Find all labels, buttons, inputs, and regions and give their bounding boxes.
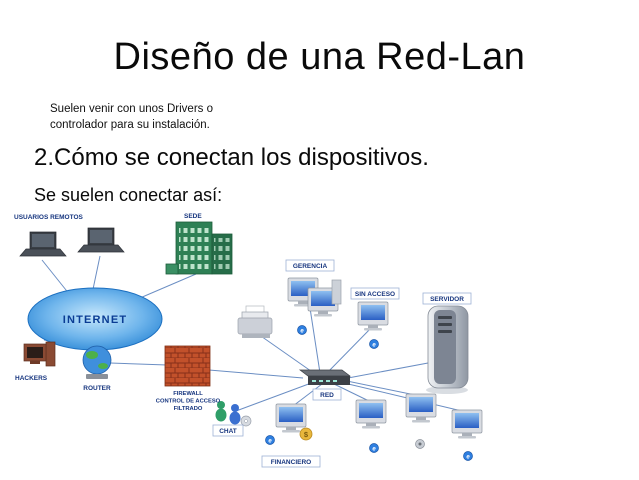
- connection-line: [292, 383, 323, 407]
- hackers-computer-icon: [23, 341, 56, 367]
- label-chat: CHAT: [219, 428, 237, 435]
- connection-line: [325, 325, 374, 375]
- label-hackers: HACKERS: [15, 375, 48, 382]
- label-internet: INTERNET: [63, 314, 128, 326]
- note-text: Suelen venir con unos Drivers o controla…: [50, 101, 213, 133]
- router-globe-icon: [82, 345, 112, 379]
- chat-person-icon: [215, 401, 227, 422]
- label-box: [350, 287, 400, 300]
- label-gerencia-group: GERENCIA: [285, 259, 335, 272]
- workstation-icon: [355, 399, 387, 429]
- workstation-icon: [275, 403, 307, 433]
- network-switch-icon: [298, 369, 352, 385]
- workstation-icon: [357, 301, 389, 331]
- printer-icon: [237, 305, 273, 338]
- label-firewall-line2: CONTROL DE ACCESO: [156, 399, 221, 405]
- sede-building-icon: [165, 221, 233, 275]
- label-financiero-group: FINANCIERO: [261, 455, 321, 468]
- label-box: [285, 259, 335, 272]
- ie-icon: [265, 435, 275, 445]
- connection-line: [257, 333, 319, 377]
- label-red: RED: [320, 392, 334, 399]
- label-servidor: SERVIDOR: [430, 296, 464, 303]
- chat-person-icon: [229, 404, 241, 425]
- network-diagram: e: [14, 213, 483, 468]
- note-line-1: Suelen venir con unos Drivers o: [50, 103, 213, 115]
- internet-cloud: INTERNET: [27, 287, 163, 351]
- label-sede: SEDE: [184, 213, 202, 220]
- connection-line: [309, 307, 321, 374]
- firewall-icon: [164, 345, 211, 387]
- server-icon: [426, 305, 469, 394]
- label-box: [212, 424, 244, 437]
- label-chat-group: CHAT: [212, 424, 244, 437]
- workstation-icon: [451, 409, 483, 439]
- label-box: [422, 292, 472, 305]
- label-sin-acceso-group: SIN ACCESO: [350, 287, 400, 300]
- ie-icon: [369, 339, 379, 349]
- label-sin-acceso: SIN ACCESO: [355, 291, 395, 298]
- label-gerencia: GERENCIA: [293, 263, 328, 270]
- label-router: ROUTER: [83, 385, 111, 392]
- laptop-icon: [77, 227, 125, 253]
- label-red-group: RED: [312, 388, 342, 401]
- laptop-icon: [19, 231, 67, 257]
- coin-icon: $: [299, 427, 313, 441]
- ie-icon: [297, 325, 307, 335]
- label-box: [261, 455, 321, 468]
- label-box: [312, 388, 342, 401]
- connection-line: [333, 383, 372, 403]
- computer-tower-icon: [331, 279, 342, 305]
- label-financiero: FINANCIERO: [271, 459, 311, 466]
- tool-icon: [415, 439, 425, 449]
- label-firewall-line1: FIREWALL: [173, 391, 203, 397]
- ie-icon: [369, 443, 379, 453]
- connection-line: [343, 382, 467, 413]
- connection-line: [235, 381, 315, 412]
- slide-title: Diseño de una Red-Lan: [113, 36, 526, 78]
- connection-line: [109, 362, 168, 366]
- disc-icon: [240, 415, 252, 427]
- label-servidor-group: SERVIDOR: [422, 292, 472, 305]
- connection-line: [341, 379, 421, 397]
- coin-dollar-sign: $: [304, 430, 309, 439]
- note-line-2: controlador para su instalación.: [50, 119, 210, 131]
- subheading: Se suelen conectar así:: [34, 185, 223, 205]
- connection-line: [208, 369, 304, 379]
- workstation-icon: [405, 393, 437, 423]
- ie-icon: [463, 451, 473, 461]
- label-firewall-line3: FILTRADO: [174, 406, 203, 412]
- label-usuarios-remotos: USUARIOS REMOTOS: [14, 214, 84, 221]
- section-heading: 2.Cómo se conectan los dispositivos.: [34, 144, 429, 171]
